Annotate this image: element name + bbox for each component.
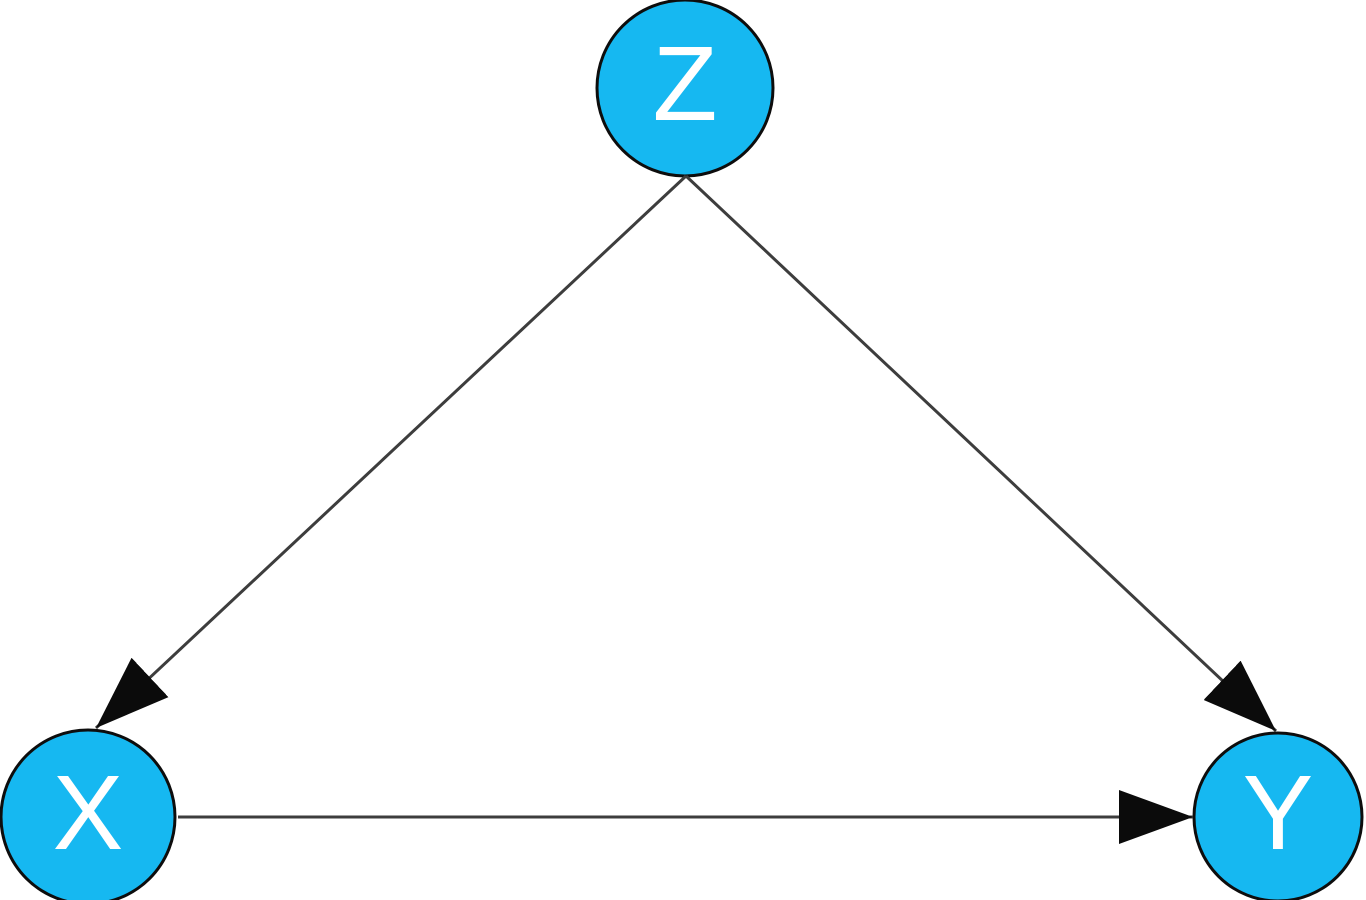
node-z[interactable] bbox=[595, 0, 775, 178]
edge-z-x[interactable] bbox=[94, 174, 688, 730]
edge-z-y[interactable] bbox=[684, 174, 1278, 733]
node-x[interactable] bbox=[0, 728, 177, 900]
edges-layer bbox=[94, 174, 1278, 844]
node-y[interactable] bbox=[1192, 731, 1364, 900]
